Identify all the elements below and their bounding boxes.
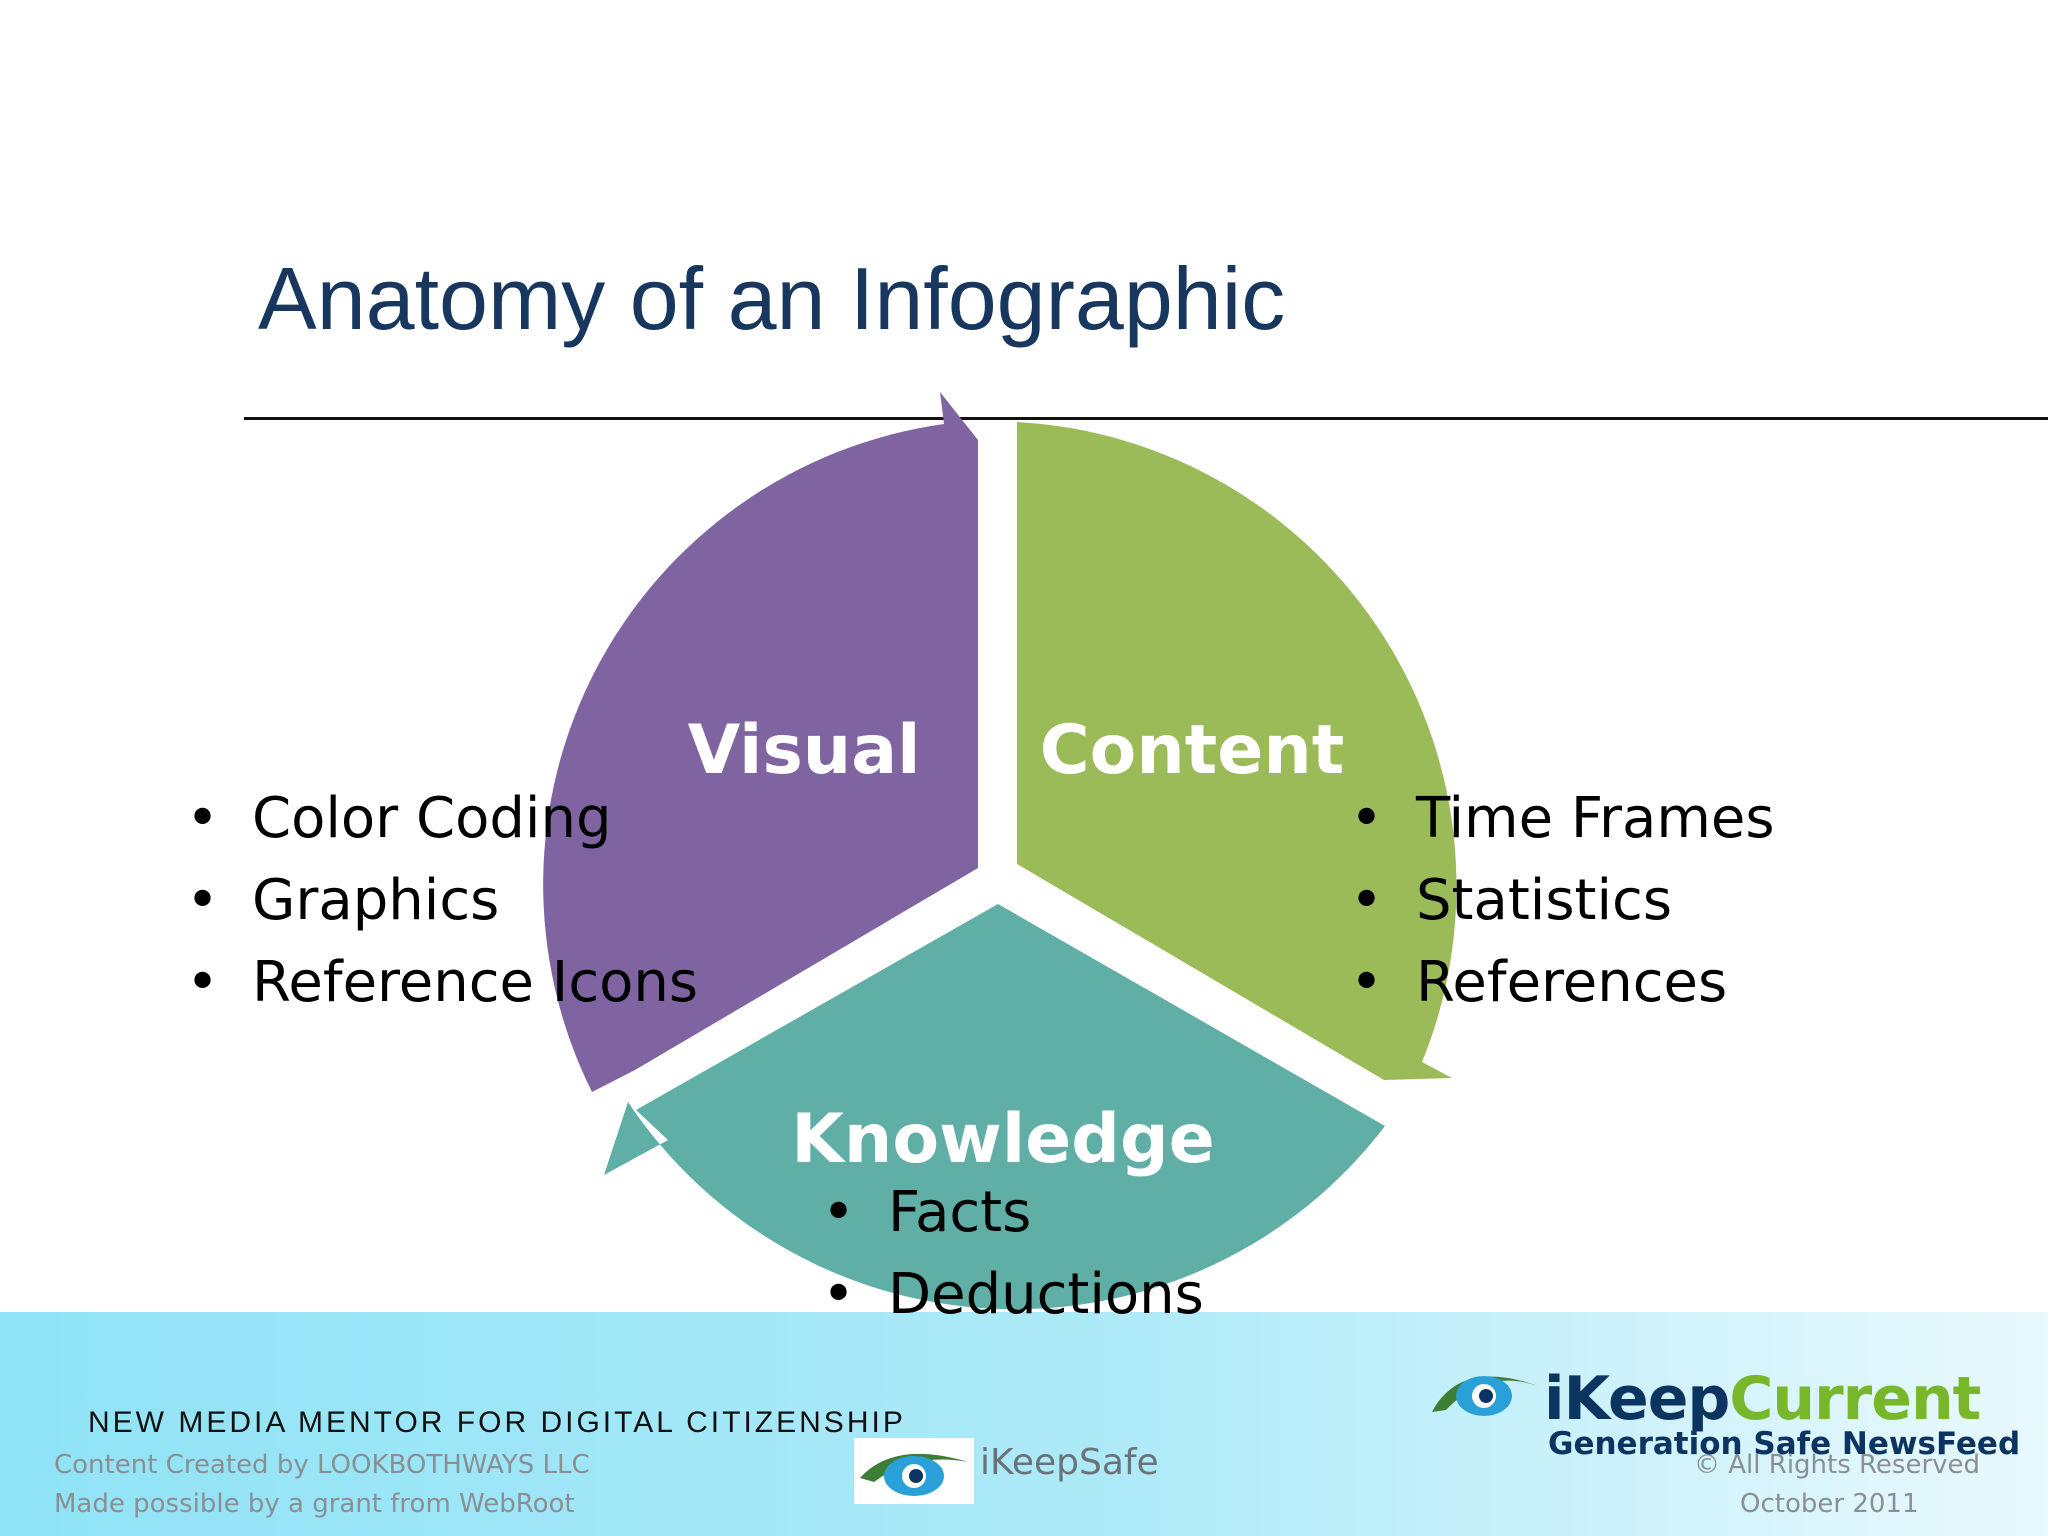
ikeepsafe-eye-logo [854, 1438, 974, 1504]
footer-rights: © All Rights Reserved [1694, 1450, 1981, 1480]
footer-date: October 2011 [1740, 1489, 1919, 1519]
ikeepcurrent-eye-logo [1432, 1376, 1538, 1416]
ikeepcurrent-logo-text: iKeepCurrent [1544, 1364, 1981, 1434]
list-item: Statistics [1350, 860, 1775, 942]
segment-label-knowledge: Knowledge [791, 1100, 1215, 1179]
footer-credit-line1: Content Created by LOOKBOTHWAYS LLC [54, 1450, 590, 1480]
ikeepcurrent-part2: Current [1729, 1364, 1981, 1434]
list-item: Time Frames [1350, 778, 1775, 860]
segment-label-visual: Visual [688, 711, 921, 790]
footer-mentor-text: NEW MEDIA MENTOR FOR DIGITAL CITIZENSHIP [88, 1406, 906, 1439]
visual-bullet-list: Color Coding Graphics Reference Icons [186, 778, 698, 1024]
list-item: Reference Icons [186, 942, 698, 1024]
slide-title: Anatomy of an Infographic [258, 249, 1286, 348]
list-item: References [1350, 942, 1775, 1024]
list-item: Facts [822, 1172, 1204, 1254]
knowledge-bullet-list: Facts Deductions [822, 1172, 1204, 1336]
content-bullet-list: Time Frames Statistics References [1350, 778, 1775, 1024]
list-item: Deductions [822, 1254, 1204, 1336]
ikeepcurrent-part1: iKeep [1544, 1364, 1730, 1434]
ikeepsafe-label: iKeepSafe [980, 1442, 1159, 1483]
list-item: Color Coding [186, 778, 698, 860]
segment-label-content: Content [1040, 711, 1345, 790]
list-item: Graphics [186, 860, 698, 942]
segment-content [1017, 422, 1457, 1080]
ikeepcurrent-tagline: Generation Safe NewsFeed [1548, 1426, 2021, 1462]
footer-credit-line2: Made possible by a grant from WebRoot [54, 1489, 575, 1519]
title-divider [244, 417, 2048, 420]
footer-band [0, 1312, 2048, 1536]
